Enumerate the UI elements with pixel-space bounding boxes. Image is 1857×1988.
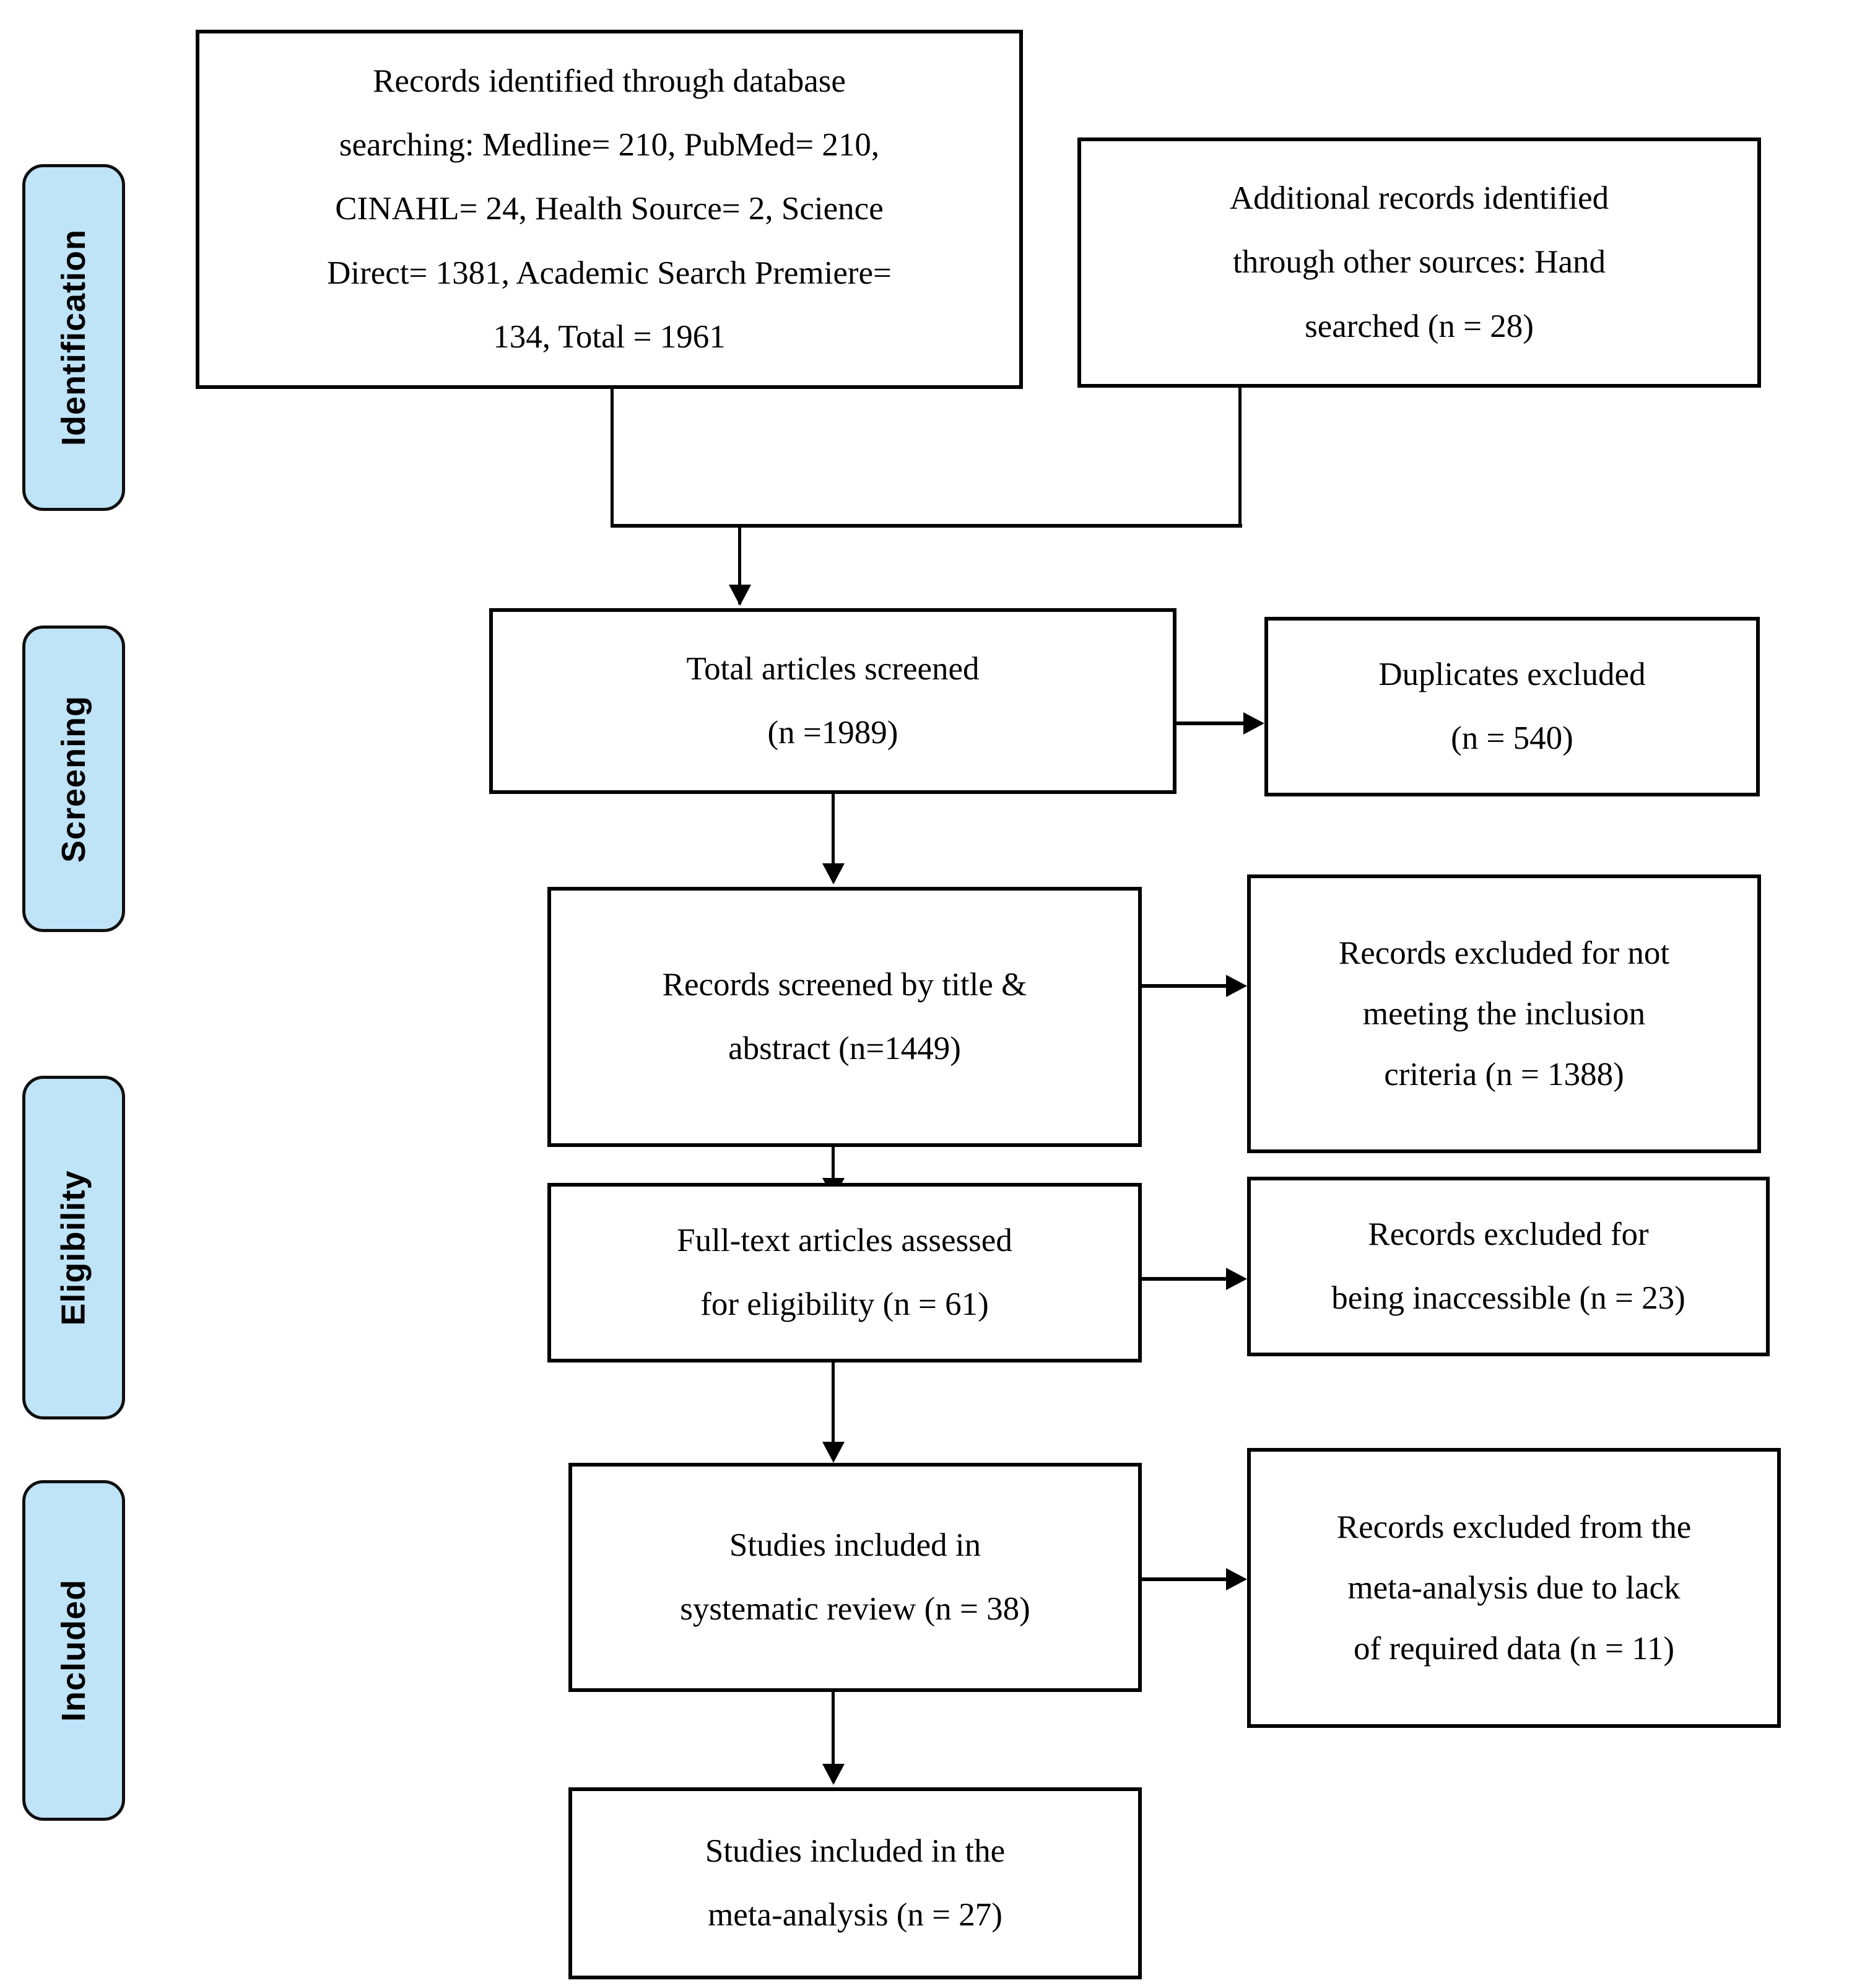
box-duplicates-excluded-text: Duplicates excluded (n = 540) <box>1284 643 1740 771</box>
connector-fulltext-to-systematic <box>832 1362 835 1458</box>
stage-pill-included: Included <box>22 1480 125 1821</box>
box-line: Records screened by title & <box>662 966 1027 1003</box>
connector-merge-down <box>738 525 741 604</box>
box-line: (n =1989) <box>767 715 898 751</box>
arrow-to-duplicates <box>1243 712 1264 735</box>
box-line: CINAHL= 24, Health Source= 2, Science <box>335 191 884 227</box>
arrow-to-inaccessible <box>1226 1268 1247 1290</box>
box-line: Records excluded from the <box>1336 1509 1692 1545</box>
box-included-systematic-review: Studies included in systematic review (n … <box>568 1463 1142 1692</box>
connector-fulltext-to-inaccessible <box>1142 1277 1230 1281</box>
box-excluded-meta-analysis-text: Records excluded from the meta-analysis d… <box>1267 1497 1761 1679</box>
connector-database-down <box>611 389 614 525</box>
box-line: through other sources: Hand <box>1233 244 1606 281</box>
box-other-records: Additional records identified through oth… <box>1077 137 1761 388</box>
box-line: Total articles screened <box>686 650 980 687</box>
box-line: Full-text articles assessed <box>677 1222 1012 1258</box>
box-line: of required data (n = 11) <box>1354 1631 1674 1667</box>
box-database-records-text: Records identified through database searc… <box>215 50 1003 370</box>
connector-total-to-duplicates <box>1176 722 1248 725</box>
stage-pill-identification: Identification <box>22 164 125 511</box>
box-line: meta-analysis (n = 27) <box>708 1897 1002 1933</box>
arrow-to-total-screened <box>729 585 751 606</box>
box-line: abstract (n=1449) <box>728 1031 961 1066</box>
box-line: criteria (n = 1388) <box>1384 1057 1624 1093</box>
arrow-to-systematic-review <box>822 1442 845 1463</box>
stage-label-screening: Screening <box>55 695 92 863</box>
box-total-screened-text: Total articles screened (n =1989) <box>509 637 1157 765</box>
box-excluded-inaccessible-text: Records excluded for being inaccessible (… <box>1267 1203 1750 1331</box>
box-line: (n = 540) <box>1451 720 1573 756</box>
connector-title-to-excluded <box>1142 984 1230 988</box>
box-database-records: Records identified through database searc… <box>196 30 1023 389</box>
stage-label-eligibility: Eligibility <box>55 1169 92 1326</box>
box-excluded-inclusion-criteria-text: Records excluded for not meeting the incl… <box>1267 923 1741 1105</box>
box-line: searching: Medline= 210, PubMed= 210, <box>339 126 880 163</box>
box-line: Direct= 1381, Academic Search Premiere= <box>327 255 892 291</box>
box-line: meeting the inclusion <box>1362 995 1646 1032</box>
box-fulltext-assessed-text: Full-text articles assessed for eligibili… <box>567 1209 1122 1337</box>
box-fulltext-assessed: Full-text articles assessed for eligibili… <box>547 1183 1142 1362</box>
arrow-to-excluded-inclusion <box>1226 975 1247 997</box>
box-line: Records identified through database <box>373 63 846 99</box>
box-line: searched (n = 28) <box>1305 308 1534 344</box>
box-line: Records excluded for <box>1368 1216 1649 1252</box>
box-line: Duplicates excluded <box>1378 656 1646 692</box>
box-title-abstract-screened-text: Records screened by title & abstract (n=1… <box>567 953 1122 1081</box>
connector-systematic-to-excluded-meta <box>1142 1577 1230 1581</box>
box-excluded-inclusion-criteria: Records excluded for not meeting the incl… <box>1247 874 1761 1153</box>
box-duplicates-excluded: Duplicates excluded (n = 540) <box>1264 617 1760 796</box>
connector-merge-horizontal <box>611 524 1242 528</box>
connector-systematic-to-meta <box>832 1692 835 1782</box>
box-line: being inaccessible (n = 23) <box>1331 1280 1685 1316</box>
stage-label-included: Included <box>55 1579 93 1722</box>
stage-pill-eligibility: Eligibility <box>22 1076 125 1419</box>
stage-label-identification: Identification <box>55 229 92 446</box>
box-title-abstract-screened: Records screened by title & abstract (n=1… <box>547 887 1142 1147</box>
connector-other-down <box>1238 388 1242 525</box>
box-line: Studies included in the <box>705 1833 1006 1869</box>
box-line: systematic review (n = 38) <box>680 1591 1030 1627</box>
box-line: Studies included in <box>729 1527 981 1563</box>
box-excluded-inaccessible: Records excluded for being inaccessible (… <box>1247 1177 1770 1356</box>
box-total-screened: Total articles screened (n =1989) <box>489 608 1176 794</box>
box-line: Additional records identified <box>1229 180 1609 216</box>
box-included-meta-analysis-text: Studies included in the meta-analysis (n … <box>588 1820 1122 1948</box>
box-line: 134, Total = 1961 <box>493 319 726 355</box>
arrow-to-excluded-meta <box>1226 1568 1247 1590</box>
box-other-records-text: Additional records identified through oth… <box>1097 167 1741 359</box>
stage-pill-screening: Screening <box>22 626 125 932</box>
box-line: for eligibility (n = 61) <box>700 1286 989 1322</box>
box-line: meta-analysis due to lack <box>1347 1569 1681 1606</box>
arrow-to-meta-analysis <box>822 1764 845 1785</box>
arrow-to-title-abstract <box>822 863 845 884</box>
box-line: Records excluded for not <box>1338 935 1670 971</box>
box-excluded-meta-analysis: Records excluded from the meta-analysis d… <box>1247 1448 1781 1728</box>
box-included-meta-analysis: Studies included in the meta-analysis (n … <box>568 1787 1142 1979</box>
connector-total-to-title-abstract <box>832 794 835 881</box>
box-included-systematic-review-text: Studies included in systematic review (n … <box>588 1514 1122 1642</box>
